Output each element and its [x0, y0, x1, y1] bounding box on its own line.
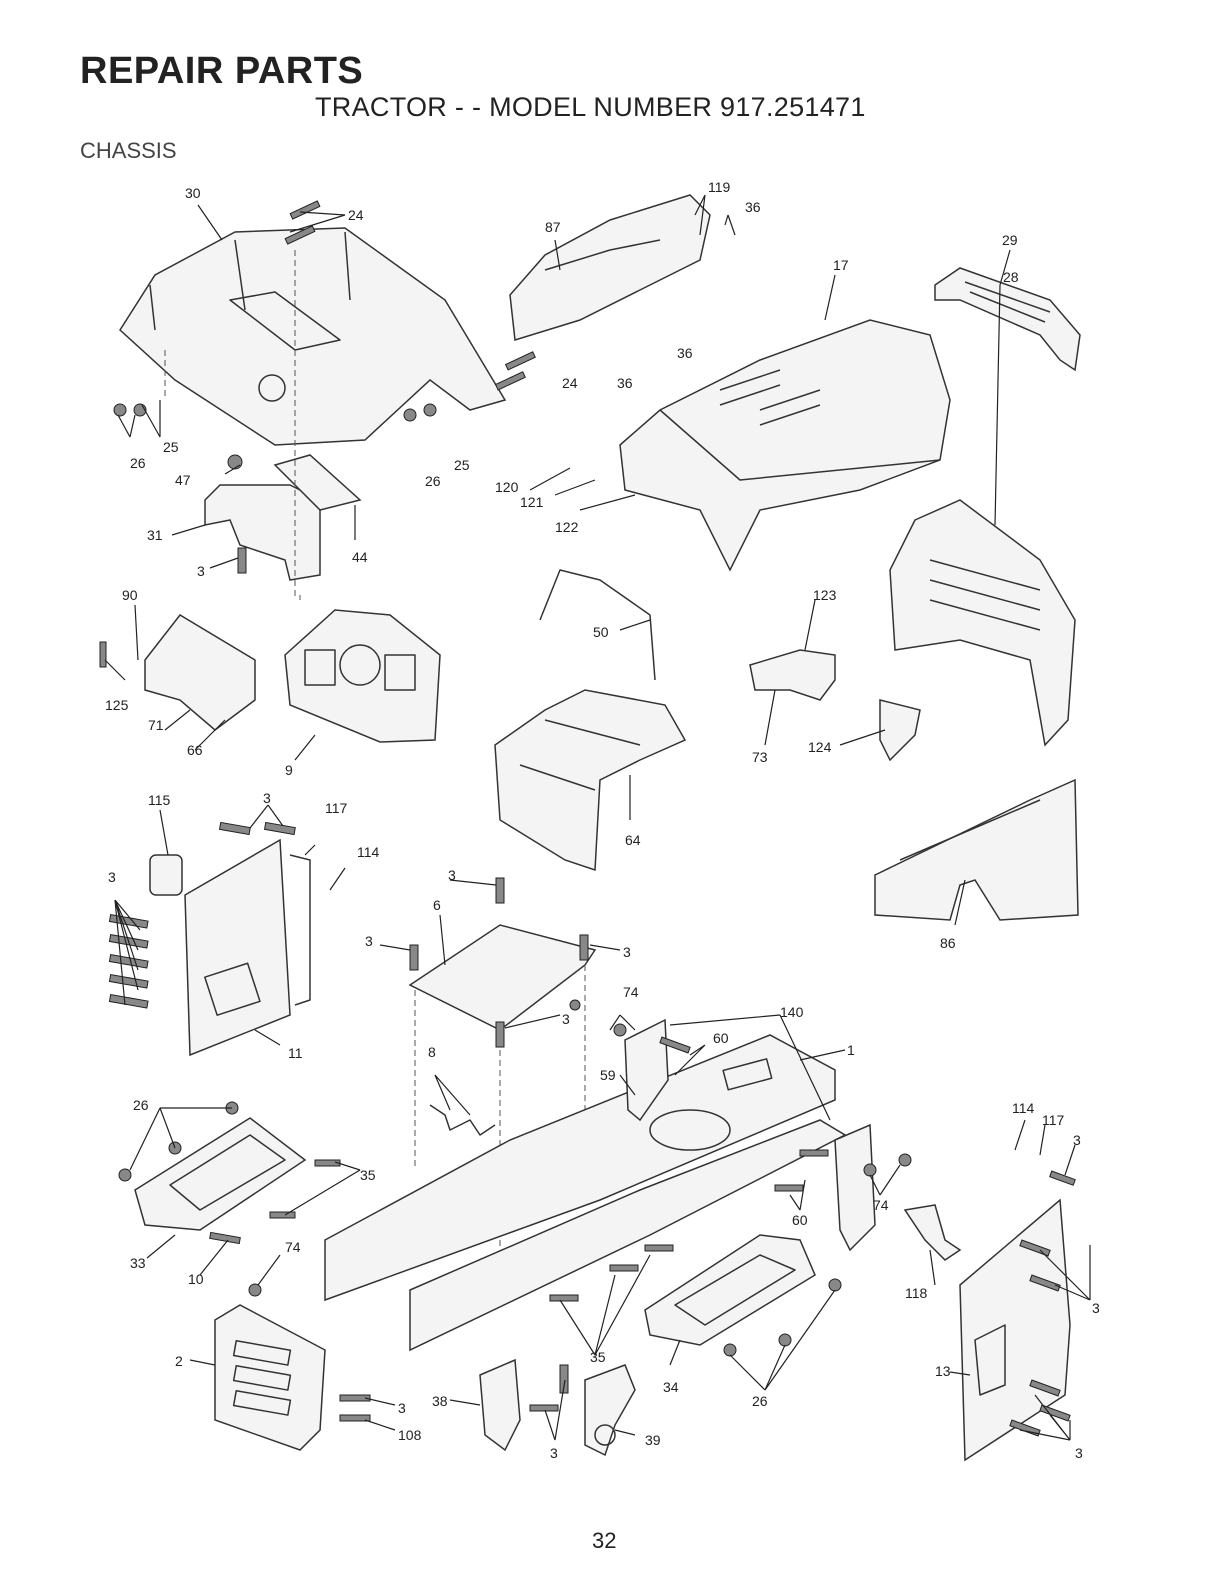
callout-3: 3 — [365, 933, 373, 949]
callout-114: 114 — [1012, 1100, 1035, 1116]
callout-26: 26 — [425, 473, 441, 489]
callout-3: 3 — [623, 944, 631, 960]
callout-66: 66 — [187, 742, 203, 758]
part-rear-bracket — [835, 1125, 875, 1250]
callout-36: 36 — [745, 199, 761, 215]
callout-117: 117 — [1042, 1112, 1065, 1128]
callout-114: 114 — [357, 844, 380, 860]
callout-13: 13 — [935, 1363, 951, 1379]
callout-6: 6 — [433, 897, 441, 913]
part-bracket-39 — [585, 1365, 635, 1455]
callout-34: 34 — [663, 1379, 679, 1395]
callout-3: 3 — [197, 563, 205, 579]
callout-71: 71 — [148, 717, 164, 733]
callout-50: 50 — [593, 624, 609, 640]
part-grommet-115 — [150, 855, 182, 895]
callout-25: 25 — [163, 439, 179, 455]
callout-119: 119 — [708, 179, 731, 195]
callout-123: 123 — [813, 587, 837, 603]
part-hood-17 — [620, 320, 950, 570]
callout-33: 33 — [130, 1255, 146, 1271]
part-panel-11 — [185, 840, 310, 1055]
callout-3: 3 — [1075, 1445, 1083, 1461]
callout-24: 24 — [348, 207, 364, 223]
callout-117: 117 — [325, 800, 348, 816]
callout-26: 26 — [130, 455, 146, 471]
callout-3: 3 — [108, 869, 116, 885]
callout-47: 47 — [175, 472, 191, 488]
part-plate-2 — [215, 1305, 325, 1450]
callout-39: 39 — [645, 1432, 661, 1448]
callout-3: 3 — [263, 790, 271, 806]
part-bracket-123 — [750, 650, 835, 700]
callout-86: 86 — [940, 935, 956, 951]
callout-31: 31 — [147, 527, 163, 543]
callout-124: 124 — [808, 739, 832, 755]
callout-3: 3 — [562, 1011, 570, 1027]
callout-28: 28 — [1003, 269, 1019, 285]
callout-10: 10 — [188, 1271, 204, 1287]
part-running-board-86 — [875, 780, 1078, 920]
part-bracket-118 — [905, 1205, 960, 1260]
callout-90: 90 — [122, 587, 138, 603]
part-hood-top — [120, 228, 505, 445]
callout-36: 36 — [617, 375, 633, 391]
callout-3: 3 — [398, 1400, 406, 1416]
callout-59: 59 — [600, 1067, 616, 1083]
callout-26: 26 — [133, 1097, 149, 1113]
callout-121: 121 — [520, 494, 544, 510]
callout-26: 26 — [752, 1393, 768, 1409]
callout-38: 38 — [432, 1393, 448, 1409]
part-dashboard-28 — [890, 500, 1075, 745]
callout-64: 64 — [625, 832, 641, 848]
callout-25: 25 — [454, 457, 470, 473]
callout-3: 3 — [448, 867, 456, 883]
callout-36: 36 — [677, 345, 693, 361]
callout-8: 8 — [428, 1044, 436, 1060]
callout-3: 3 — [1073, 1132, 1081, 1148]
callout-73: 73 — [752, 749, 768, 765]
part-clip-8 — [430, 1105, 495, 1135]
callout-35: 35 — [360, 1167, 376, 1183]
callout-118: 118 — [905, 1285, 928, 1301]
callout-35: 35 — [590, 1349, 606, 1365]
callout-74: 74 — [285, 1239, 301, 1255]
callout-125: 125 — [105, 697, 129, 713]
part-shroud-9 — [285, 610, 440, 742]
callout-2: 2 — [175, 1353, 183, 1369]
part-support-64 — [495, 690, 685, 870]
part-bracket-38 — [480, 1360, 520, 1450]
part-side-panel-87 — [510, 195, 710, 340]
page-number: 32 — [592, 1528, 616, 1554]
callout-44: 44 — [352, 549, 368, 565]
callout-1: 1 — [847, 1042, 855, 1058]
callout-60: 60 — [792, 1212, 808, 1228]
callout-3: 3 — [550, 1445, 558, 1461]
callout-115: 115 — [148, 792, 171, 808]
callout-87: 87 — [545, 219, 561, 235]
callout-140: 140 — [780, 1004, 804, 1020]
callout-24: 24 — [562, 375, 578, 391]
part-shield-66 — [145, 615, 255, 730]
callout-120: 120 — [495, 479, 519, 495]
callout-122: 122 — [555, 519, 579, 535]
callout-60: 60 — [713, 1030, 729, 1046]
callout-74: 74 — [873, 1197, 889, 1213]
callout-108: 108 — [398, 1427, 422, 1443]
callout-3: 3 — [1092, 1300, 1100, 1316]
callout-74: 74 — [623, 984, 639, 1000]
callout-17: 17 — [833, 257, 849, 273]
callout-29: 29 — [1002, 232, 1018, 248]
callout-11: 11 — [288, 1045, 303, 1061]
callout-30: 30 — [185, 185, 201, 201]
callout-9: 9 — [285, 762, 293, 778]
part-bracket-124 — [880, 700, 920, 760]
